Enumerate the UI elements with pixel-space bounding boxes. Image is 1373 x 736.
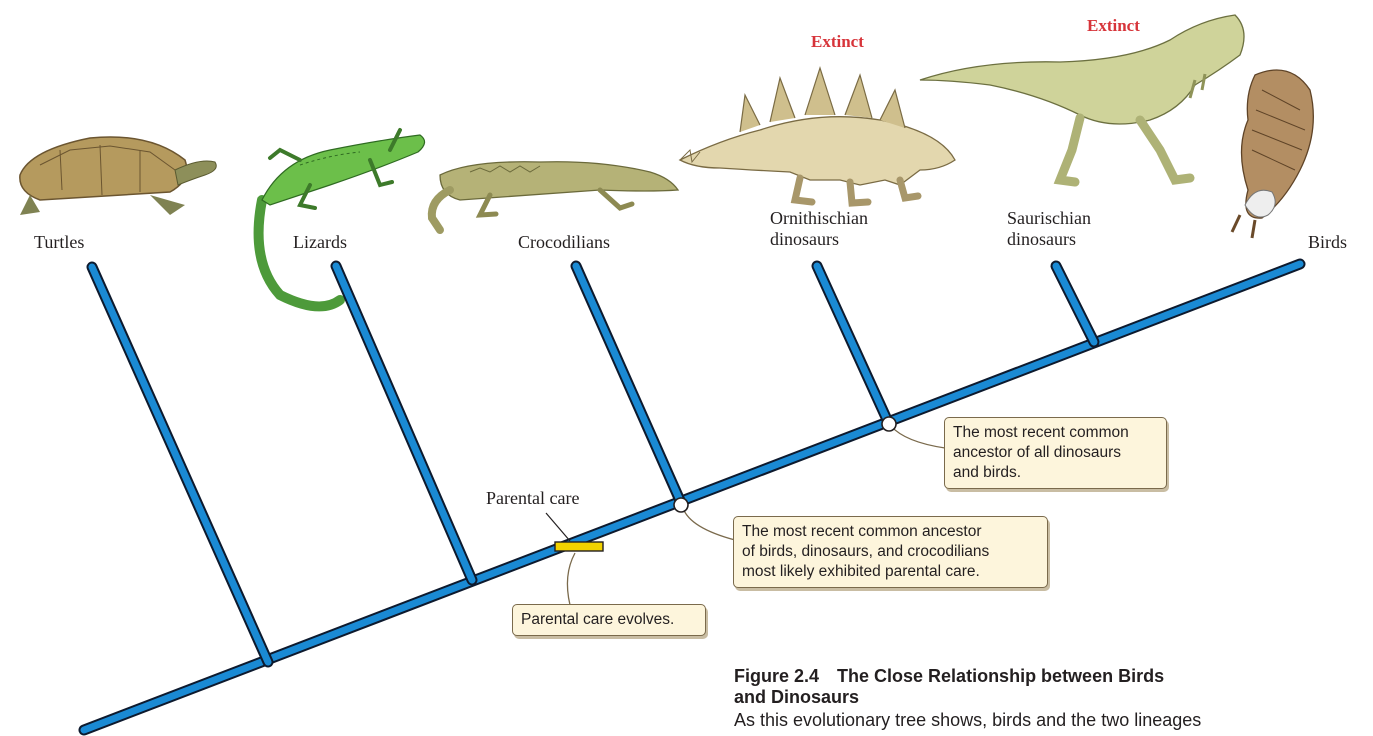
- branch-lizards: [336, 266, 472, 580]
- figure-label: Figure 2.4: [734, 666, 819, 686]
- callout-tail-dino: [891, 426, 945, 448]
- callout-tail-evolves: [567, 553, 575, 605]
- taxon-label-saurischian: Saurischian dinosaurs: [1007, 208, 1091, 250]
- callout-dinosaur-bird-ancestor: The most recent common ancestor of all d…: [944, 417, 1167, 489]
- callout-archosaur-ancestor: The most recent common ancestor of birds…: [733, 516, 1048, 588]
- taxon-label-crocodilians: Crocodilians: [518, 232, 610, 253]
- parental-care-bar: [555, 542, 603, 551]
- figure-caption-title: Figure 2.4 The Close Relationship between…: [734, 666, 1164, 708]
- taxon-label-birds: Birds: [1308, 232, 1347, 253]
- callout-archo-line1: The most recent common ancestor: [742, 522, 1039, 542]
- callout-parental-care-evolves: Parental care evolves.: [512, 604, 706, 636]
- branch-crocodilians: [576, 266, 682, 505]
- branch-turtles: [92, 267, 268, 662]
- eagle-illustration: [1232, 70, 1313, 238]
- taxon-label-lizards: Lizards: [293, 232, 347, 253]
- saurischian-extinct-label: Extinct: [1087, 16, 1140, 36]
- taxon-label-turtles: Turtles: [34, 232, 84, 253]
- figure-title-line1: The Close Relationship between Birds: [837, 666, 1164, 686]
- taxon-label-ornithischian-line2: dinosaurs: [770, 229, 868, 250]
- taxon-label-saurischian-line1: Saurischian: [1007, 208, 1091, 229]
- figure-caption-body: As this evolutionary tree shows, birds a…: [734, 710, 1201, 731]
- archosaur-ancestor-node: [674, 498, 688, 512]
- tree-branches: [84, 264, 1300, 730]
- taxon-label-saurischian-line2: dinosaurs: [1007, 229, 1091, 250]
- figure-title-line2: and Dinosaurs: [734, 687, 859, 707]
- branch-saurischian: [1056, 266, 1094, 342]
- turtle-illustration: [20, 137, 216, 215]
- parental-care-leader: [546, 513, 570, 541]
- parental-care-label: Parental care: [486, 488, 579, 509]
- stegosaurus-illustration: [680, 68, 955, 203]
- taxon-label-ornithischian: Ornithischian dinosaurs: [770, 208, 868, 250]
- theropod-illustration: [920, 15, 1244, 182]
- taxon-label-ornithischian-line1: Ornithischian: [770, 208, 868, 229]
- branch-ornithischian: [817, 266, 889, 424]
- callout-tail-archo: [683, 508, 735, 540]
- ornithischian-extinct-label: Extinct: [811, 32, 864, 52]
- callout-archo-line2: of birds, dinosaurs, and crocodilians: [742, 542, 1039, 562]
- callout-dino-line1: The most recent common: [953, 423, 1158, 443]
- callout-dino-line3: and birds.: [953, 463, 1158, 483]
- callout-dino-line2: ancestor of all dinosaurs: [953, 443, 1158, 463]
- callout-archo-line3: most likely exhibited parental care.: [742, 562, 1039, 582]
- crocodile-illustration: [432, 162, 678, 230]
- dinosaur-bird-ancestor-node: [882, 417, 896, 431]
- callout-evolves-text: Parental care evolves.: [521, 610, 697, 630]
